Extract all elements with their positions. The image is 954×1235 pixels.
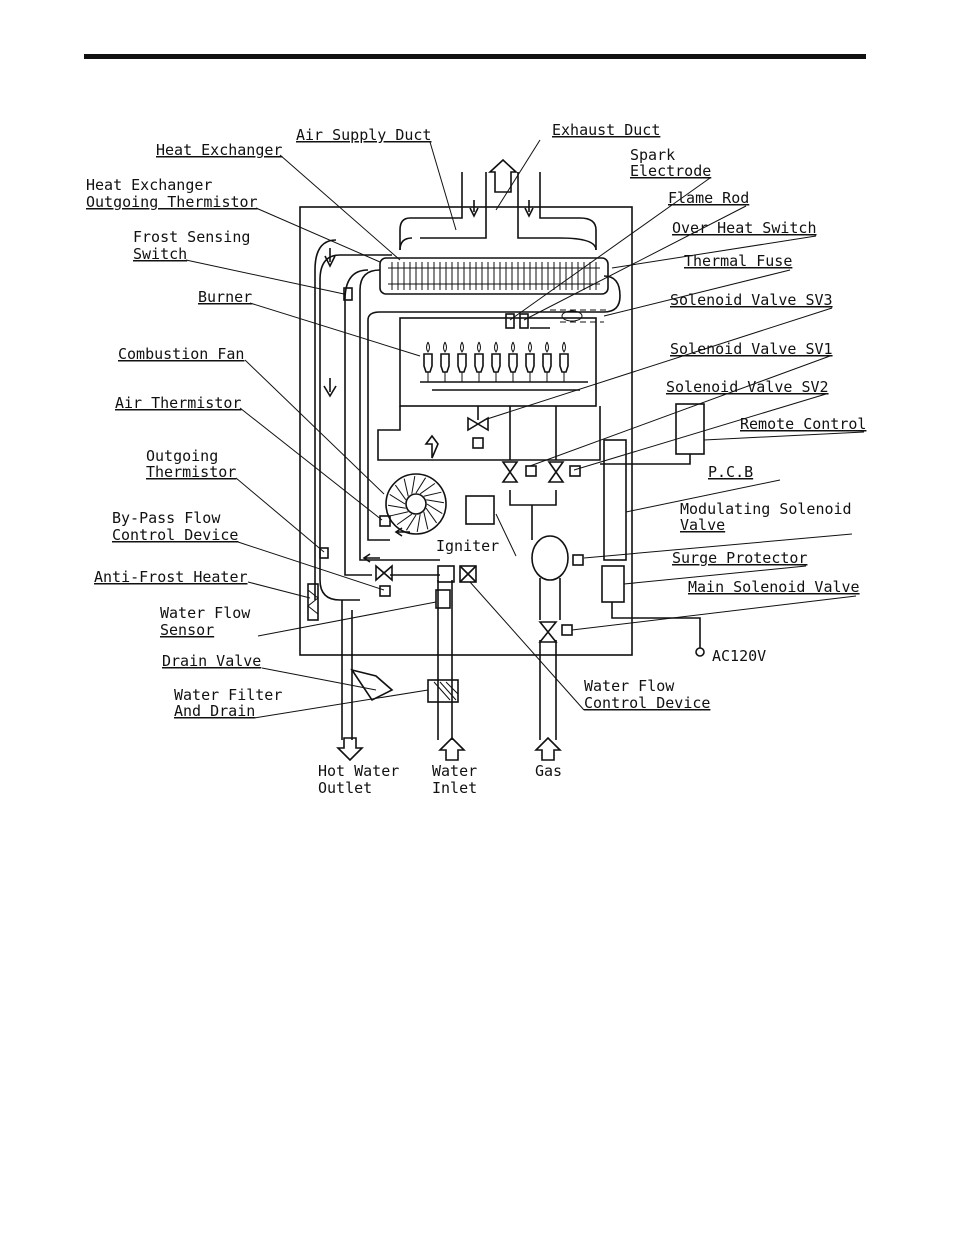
- burner-nozzle: [559, 341, 569, 382]
- water-filter: [427, 679, 459, 703]
- burner-nozzle: [474, 341, 484, 382]
- label-inlet-2: Inlet: [432, 779, 477, 797]
- label-wfcd-2: Control Device: [584, 694, 710, 712]
- burner-nozzle: [508, 341, 518, 382]
- water-pipes: [314, 239, 621, 740]
- label-outgoing-2: Thermistor: [146, 463, 236, 481]
- label-sv2: Solenoid Valve SV2: [666, 378, 829, 396]
- label-drain-valve: Drain Valve: [162, 652, 261, 670]
- label-hot-1: Hot Water: [318, 762, 399, 780]
- label-burner: Burner: [198, 288, 252, 306]
- thermal-fuse: [550, 309, 606, 323]
- labels-left: Heat Exchanger Air Supply Duct Heat Exch…: [86, 126, 431, 720]
- anti-frost-heater: [307, 583, 319, 621]
- leader-lines: [185, 139, 865, 719]
- label-hx-thermistor-1: Heat Exchanger: [86, 176, 212, 194]
- igniter-box: [465, 495, 495, 525]
- gas-train: [477, 406, 569, 740]
- label-gas: Gas: [535, 762, 562, 780]
- label-wfcd-1: Water Flow: [584, 677, 675, 695]
- label-mod-1: Modulating Solenoid: [680, 500, 852, 518]
- label-hot-2: Outlet: [318, 779, 372, 797]
- label-sv3: Solenoid Valve SV3: [670, 291, 833, 309]
- labels-right: Exhaust Duct Spark Electrode Flame Rod O…: [552, 121, 866, 712]
- label-flow-sensor-2: Sensor: [160, 621, 214, 639]
- air-thermistor: [379, 515, 391, 527]
- label-inlet-1: Water: [432, 762, 477, 780]
- label-remote: Remote Control: [740, 415, 866, 433]
- label-spark-2: Electrode: [630, 162, 711, 180]
- valves: [375, 416, 584, 643]
- label-air-thermistor: Air Thermistor: [115, 394, 241, 412]
- label-flow-sensor-1: Water Flow: [160, 604, 251, 622]
- flow-arrows: [336, 736, 562, 762]
- label-filter-2: And Drain: [174, 702, 255, 720]
- burner-nozzle: [440, 341, 450, 382]
- outgoing-thermistor: [319, 547, 329, 559]
- label-sv1: Solenoid Valve SV1: [670, 340, 833, 358]
- label-air-supply-duct: Air Supply Duct: [296, 126, 431, 144]
- label-combustion-fan: Combustion Fan: [118, 345, 244, 363]
- label-outgoing-1: Outgoing: [146, 447, 218, 465]
- burner-nozzle: [491, 341, 501, 382]
- drain-valve: [350, 668, 394, 702]
- label-hx-thermistor-2: Outgoing Thermistor: [86, 193, 258, 211]
- heat-exchanger: [379, 257, 609, 295]
- label-igniter: Igniter: [436, 537, 499, 555]
- label-ac: AC120V: [712, 647, 766, 665]
- spark-electrode-flame-rod: [505, 313, 550, 329]
- header-rule: [84, 54, 866, 59]
- label-surge: Surge Protector: [672, 549, 807, 567]
- label-mod-2: Valve: [680, 516, 725, 534]
- label-spark-1: Spark: [630, 146, 675, 164]
- burner-nozzle: [457, 341, 467, 382]
- label-bypass-1: By-Pass Flow: [112, 509, 221, 527]
- label-frost-1: Frost Sensing: [133, 228, 250, 246]
- label-filter-1: Water Filter: [174, 686, 282, 704]
- burner-nozzle: [423, 341, 433, 382]
- label-main-sv: Main Solenoid Valve: [688, 578, 860, 596]
- labels-inner: Igniter: [436, 537, 499, 555]
- label-over-heat: Over Heat Switch: [672, 219, 817, 237]
- combustion-fan: [385, 473, 447, 535]
- label-pcb: P.C.B: [708, 463, 753, 481]
- label-frost-2: Switch: [133, 245, 187, 263]
- label-flame-rod: Flame Rod: [668, 189, 749, 207]
- label-heat-exchanger: Heat Exchanger: [156, 141, 282, 159]
- labels-bottom: Hot Water Outlet Water Inlet Gas: [318, 762, 562, 797]
- burner-nozzle: [525, 341, 535, 382]
- cabinet: [299, 172, 633, 656]
- burner-nozzle: [542, 341, 552, 382]
- label-exhaust-duct: Exhaust Duct: [552, 121, 660, 139]
- electrical: [600, 403, 705, 657]
- label-anti-frost: Anti-Frost Heater: [94, 568, 248, 586]
- label-thermal-fuse: Thermal Fuse: [684, 252, 792, 270]
- label-bypass-2: Control Device: [112, 526, 238, 544]
- burner-chamber: [377, 317, 601, 461]
